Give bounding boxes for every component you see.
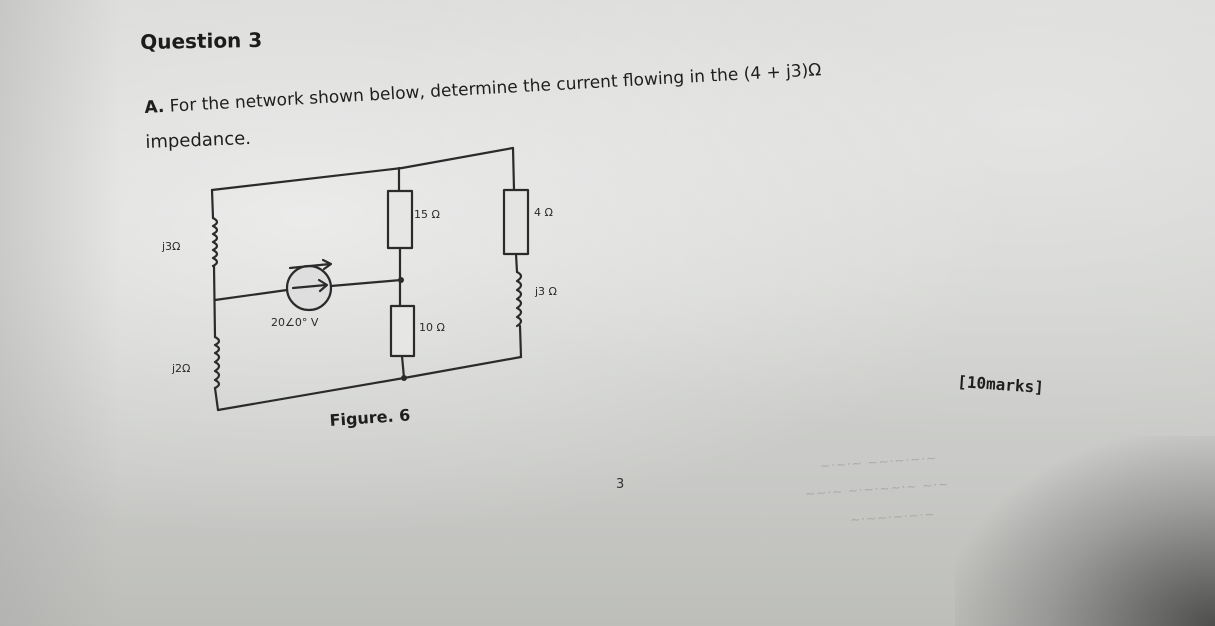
wire-middle-right [329, 278, 403, 288]
wire-mid-branch-b [400, 354, 406, 380]
figure-caption: Figure. 6 [329, 405, 411, 430]
wire-right-top [511, 146, 516, 192]
inductor-right [515, 270, 523, 328]
junction-mid [398, 277, 404, 283]
label-source: 20∠0° V [271, 316, 319, 329]
resistor-4 [502, 188, 530, 256]
wire-left-top [210, 188, 215, 220]
source-arrow-line [291, 283, 328, 290]
paper-shadow-left [0, 0, 120, 626]
paper-shadow-corner [955, 436, 1215, 626]
label-j3-right: j3 Ω [534, 285, 557, 298]
junction-bottom [401, 375, 407, 381]
wire-top [210, 146, 515, 192]
wire-right-bottom [518, 324, 523, 359]
resistor-15 [386, 189, 414, 250]
inductor-left-upper [211, 216, 219, 268]
source-top-arrow [288, 262, 332, 270]
label-4-ohm: 4 Ω [534, 206, 553, 219]
wire-right-mid [514, 252, 519, 274]
wire-middle-left [213, 288, 289, 302]
source-top-arrow-head [321, 258, 333, 271]
wire-left-mid [212, 264, 217, 339]
label-10-ohm: 10 Ω [419, 321, 445, 334]
wire-left-bottom [213, 386, 220, 412]
resistor-10 [389, 304, 416, 358]
wire-bottom [216, 355, 523, 412]
label-15-ohm: 15 Ω [414, 208, 440, 221]
source-arrow-head [317, 278, 329, 293]
label-j2-left: j2Ω [171, 362, 190, 375]
page-number: 3 [616, 477, 625, 492]
inductor-left-lower [213, 335, 221, 390]
label-j3-left: j3Ω [161, 240, 180, 253]
